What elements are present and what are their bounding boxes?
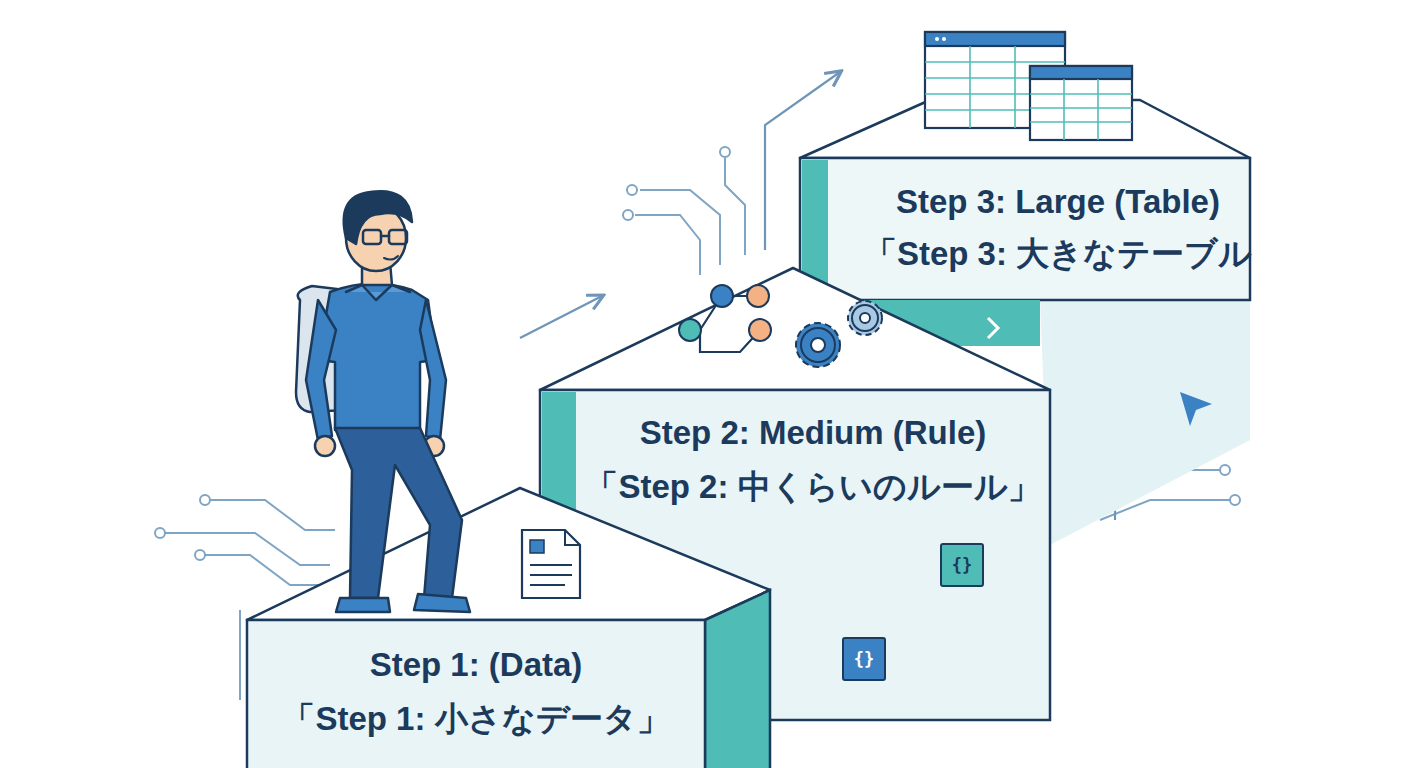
step-1-block — [247, 488, 770, 768]
side-band — [1040, 300, 1250, 545]
step-title: Step 1: (Data) — [247, 645, 705, 685]
person-figure — [296, 191, 470, 612]
step-subtitle: 「Step 2: 中くらいのルール」 — [576, 467, 1050, 507]
step-title: Step 3: Large (Table) — [828, 182, 1288, 222]
step-subtitle: 「Step 1: 小さなデータ」 — [247, 699, 705, 739]
code-brace-icon: {} — [842, 637, 886, 681]
code-brace-icon: {} — [940, 543, 984, 587]
step-subtitle: 「Step 3: 大きなテーブル — [828, 234, 1288, 274]
step-title: Step 2: Medium (Rule) — [576, 413, 1050, 453]
step-box: Step 2: Medium (Rule) 「Step 2: 中くらいのルール」 — [576, 413, 1050, 523]
step-box: Step 1: (Data) 「Step 1: 小さなデータ」 — [247, 645, 705, 755]
step-box: Step 3: Large (Table) 「Step 3: 大きなテーブル — [828, 182, 1288, 292]
cursor-icon — [1180, 392, 1212, 426]
